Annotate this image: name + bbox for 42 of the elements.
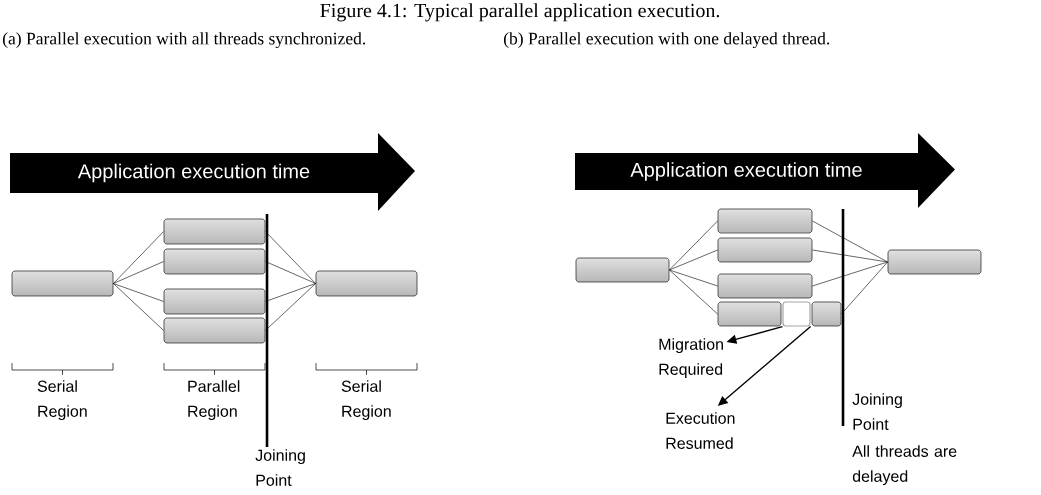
connector-line: [812, 249, 888, 263]
connector-line: [113, 283, 164, 302]
thread-box: [717, 301, 782, 327]
connector-line: [669, 269, 718, 315]
region-label: Parallel Region: [188, 380, 240, 421]
subfigure-caption: (a) Parallel execution with all threads synchronized.: [3, 32, 366, 49]
arrow-banner: Application execution time: [575, 133, 955, 208]
thread-box: [11, 270, 114, 297]
connector-line: [265, 283, 316, 302]
connector-line: [265, 231, 316, 284]
annotation-text: Execution Resumed: [666, 412, 735, 449]
subfigure-caption: (b) Parallel execution with one delayed thread.: [504, 32, 830, 49]
thread-box: [163, 288, 266, 315]
joining-label: Joining Point: [852, 393, 902, 430]
thread-box: [887, 249, 982, 275]
thread-box: [811, 301, 842, 327]
connector-line: [841, 261, 888, 315]
thread-box: [717, 273, 813, 299]
region-label: Serial Region: [37, 380, 87, 421]
thread-box: [717, 237, 813, 263]
connector-line: [669, 220, 718, 271]
thread-box: [315, 270, 418, 297]
connector-line: [113, 261, 164, 284]
connector-line: [265, 283, 316, 331]
connector-line: [669, 249, 718, 271]
thread-box: [163, 317, 266, 344]
connector-line: [669, 269, 718, 287]
connector-line: [113, 283, 164, 331]
region-label: Serial Region: [341, 380, 391, 421]
annotation-text: Migration Required: [659, 338, 723, 379]
connector-line: [113, 231, 164, 284]
thread-box: [163, 248, 266, 275]
thread-box: [717, 208, 813, 234]
arrow-banner: Application execution time: [10, 133, 415, 211]
note-text: All threads are delayed: [852, 445, 957, 486]
thread-box: [163, 218, 266, 245]
connector-line: [812, 220, 888, 263]
connector-line: [265, 261, 316, 284]
thread-box: [575, 257, 670, 283]
connector-line: [812, 261, 888, 287]
joining-label: Joining Point: [255, 449, 305, 486]
figure-title: Figure 4.1: Typical parallel application execution.: [320, 3, 720, 22]
